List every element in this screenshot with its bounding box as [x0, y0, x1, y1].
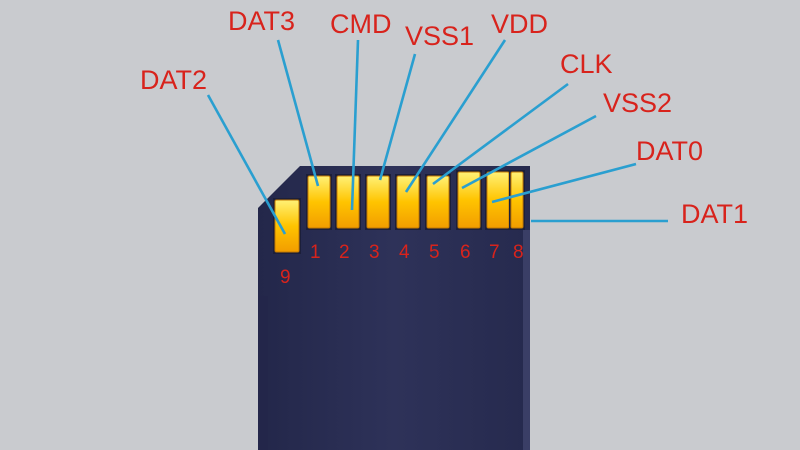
contact-pad-2 — [336, 175, 360, 229]
leader-line-dat3 — [276, 39, 320, 187]
contact-pad-9 — [274, 199, 300, 253]
pin-number-8: 8 — [513, 242, 524, 263]
pin-label-cmd: CMD — [330, 9, 392, 39]
contact-pad-5 — [426, 175, 450, 229]
leader-line-dat2 — [206, 94, 287, 235]
pin-label-dat0: DAT0 — [636, 136, 703, 166]
pin-number-3: 3 — [369, 242, 380, 263]
pin-number-7: 7 — [489, 242, 500, 263]
pin-number-2: 2 — [339, 242, 350, 263]
sd-card-side-edge — [523, 230, 530, 450]
pin-number-4: 4 — [399, 242, 410, 263]
leader-lines — [206, 39, 668, 235]
pin-label-vss2: VSS2 — [603, 88, 672, 118]
pin-label-clk: CLK — [560, 49, 613, 79]
contact-pad-8 — [510, 171, 524, 229]
pin-number-9: 9 — [280, 267, 291, 288]
contact-pad-4 — [396, 175, 420, 229]
pin-label-dat2: DAT2 — [140, 65, 207, 95]
leader-line-vss1 — [378, 53, 417, 181]
leader-line-vdd — [404, 39, 507, 193]
pin-number-6: 6 — [460, 242, 471, 263]
sd-card-lower-edge — [258, 296, 268, 450]
leader-line-clk — [432, 82, 569, 186]
leader-line-dat0 — [491, 162, 637, 204]
leader-line-vss2 — [461, 114, 597, 190]
pin-number-1: 1 — [310, 242, 321, 263]
pin-label-dat3: DAT3 — [228, 6, 295, 36]
pin-label-vdd: VDD — [491, 9, 548, 39]
pin-label-vss1: VSS1 — [405, 21, 474, 51]
contact-pads — [273, 170, 525, 254]
contact-pad-3 — [366, 175, 390, 229]
pin-number-5: 5 — [429, 242, 440, 263]
sd-card-body — [258, 166, 530, 450]
contact-pad-1 — [307, 175, 331, 229]
leader-line-cmd — [350, 39, 360, 211]
pin-label-dat1: DAT1 — [681, 199, 748, 229]
